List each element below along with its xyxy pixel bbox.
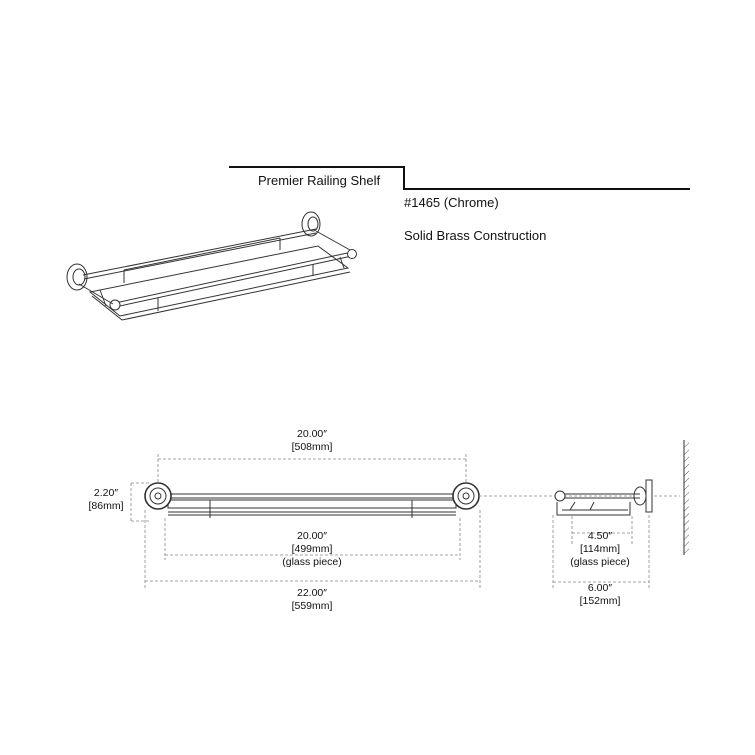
dim-overall-depth-mm: [152mm] <box>579 595 621 607</box>
dim-height-mm: [86mm] <box>88 500 124 512</box>
dim-glass-length-note: (glass piece) <box>282 556 342 568</box>
dim-glass-depth-in: 4.50″ <box>587 530 613 542</box>
dim-mount-spacing-in: 20.00″ <box>297 428 327 440</box>
shelf-front-view <box>144 482 480 518</box>
dim-overall-length-in: 22.00″ <box>297 587 327 599</box>
dim-mount-spacing-mm: [508mm] <box>291 441 333 453</box>
dim-overall-depth-in: 6.00″ <box>587 582 613 594</box>
dim-glass-depth-note: (glass piece) <box>570 556 630 568</box>
dim-overall-depth: 6.00″ [152mm] <box>560 582 640 608</box>
dim-glass-depth: 4.50″ [114mm] (glass piece) <box>560 530 640 569</box>
product-title: Premier Railing Shelf <box>258 173 381 188</box>
dim-glass-depth-mm: [114mm] <box>579 543 621 555</box>
side-dimension-lines <box>552 515 650 588</box>
construction-note: Solid Brass Construction <box>404 228 547 243</box>
dim-mount-spacing: 20.00″ [508mm] <box>262 428 362 454</box>
dim-overall-length: 22.00″ [559mm] <box>262 587 362 613</box>
dim-glass-length-mm: [499mm] <box>291 543 333 555</box>
dim-height-in: 2.20″ <box>93 487 119 499</box>
model-number: #1465 (Chrome) <box>404 195 499 210</box>
dim-overall-length-mm: [559mm] <box>291 600 333 612</box>
shelf-side-view <box>554 440 689 555</box>
dim-glass-length: 20.00″ [499mm] (glass piece) <box>262 530 362 569</box>
dim-glass-length-in: 20.00″ <box>297 530 327 542</box>
dim-height: 2.20″ [86mm] <box>83 487 129 513</box>
shelf-perspective-view <box>66 211 357 321</box>
title-frame <box>229 166 690 190</box>
